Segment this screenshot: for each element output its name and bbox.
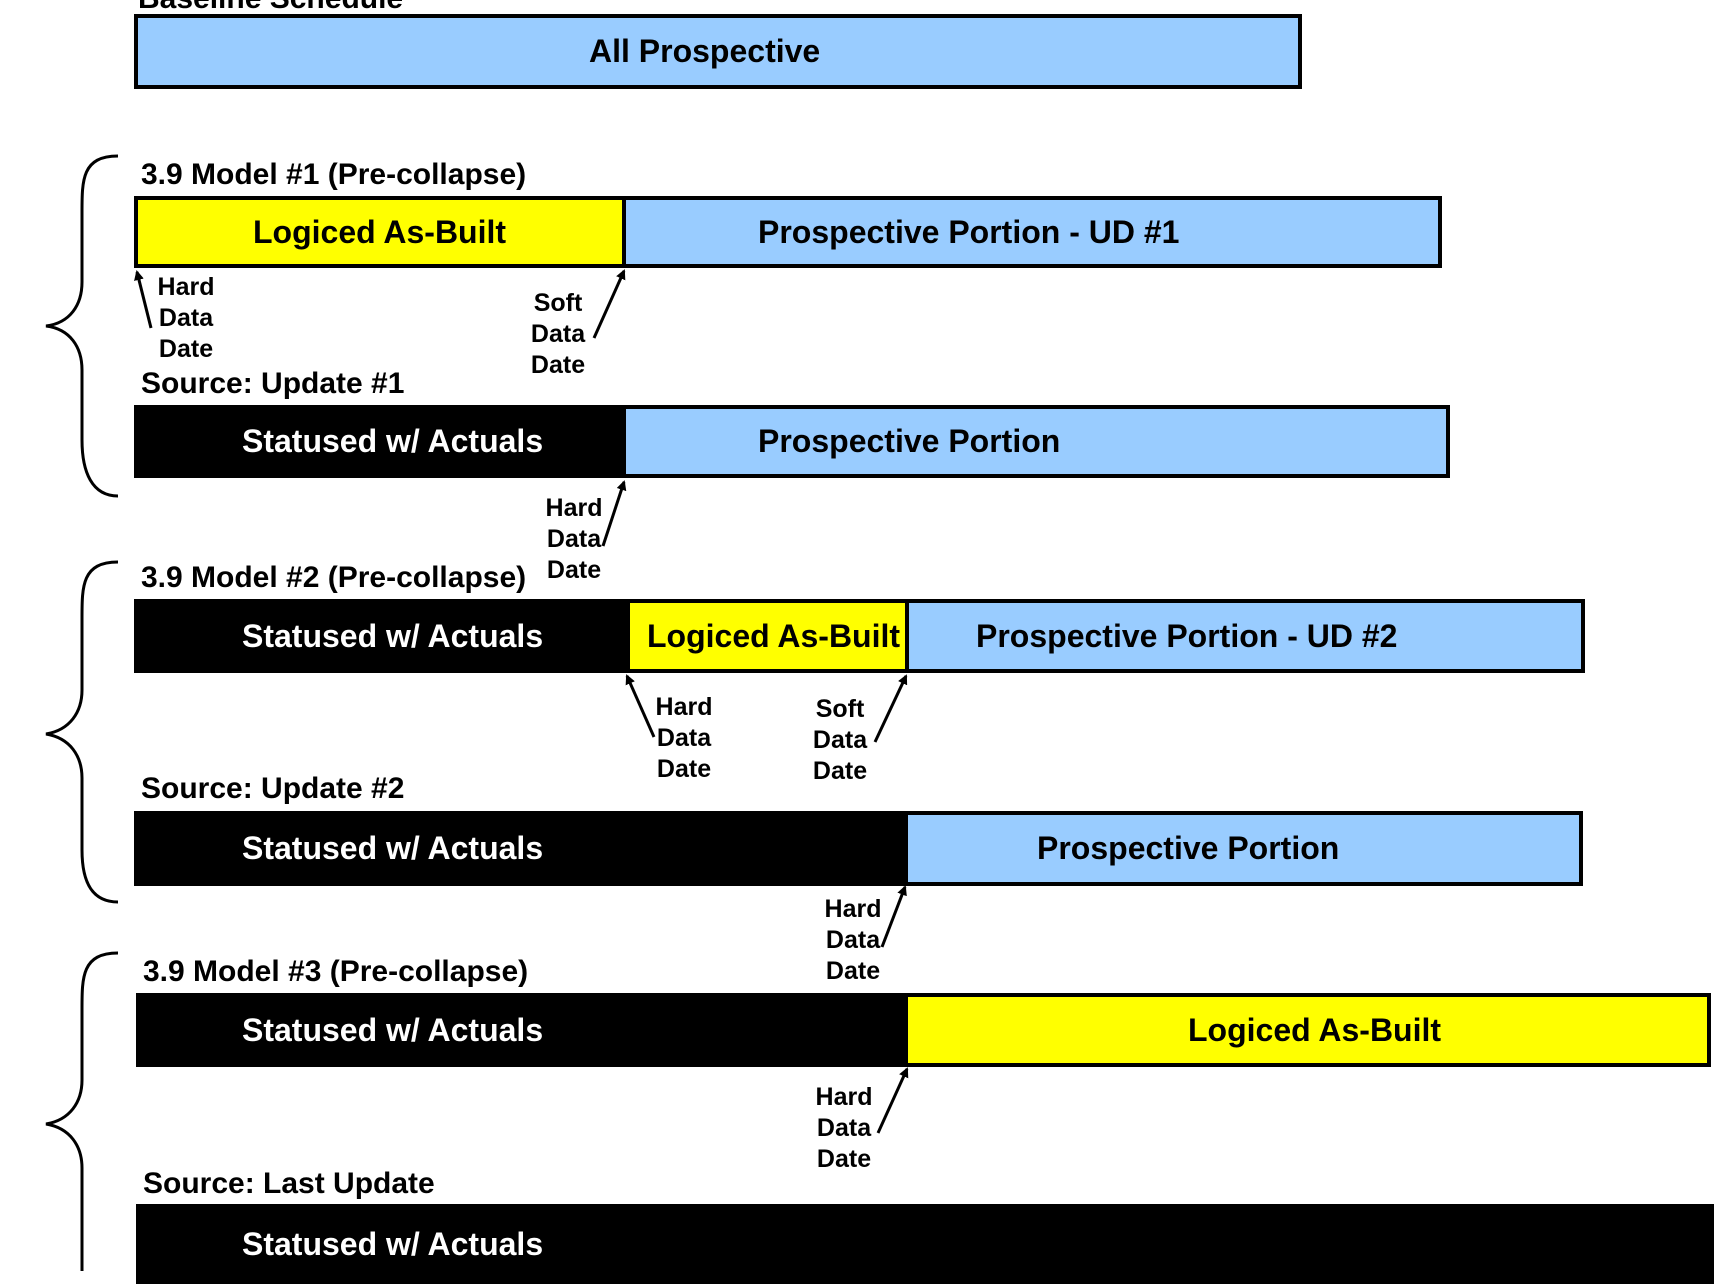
model2-statused-bar: Statused w/ Actuals	[134, 599, 631, 673]
model1-prospective-bar: Prospective Portion - UD #1	[622, 196, 1442, 268]
update2-title: Source: Update #2	[141, 772, 405, 805]
model2-prospective-label: Prospective Portion - UD #2	[976, 617, 1398, 654]
update2-prospective-bar: Prospective Portion	[904, 811, 1583, 886]
baseline-bar-label: All Prospective	[589, 33, 821, 69]
update2-statused-label: Statused w/ Actuals	[242, 830, 544, 866]
model3-logiced-bar: Logiced As-Built	[904, 993, 1711, 1067]
model1-logiced-label: Logiced As-Built	[253, 213, 507, 250]
model2-logiced-label: Logiced As-Built	[647, 617, 901, 654]
last-update-statused-bar: Statused w/ Actuals	[136, 1204, 1714, 1284]
model3-statused-label: Statused w/ Actuals	[242, 1011, 544, 1048]
update1-statused-label: Statused w/ Actuals	[242, 423, 544, 459]
last-update-title: Source: Last Update	[143, 1167, 435, 1200]
model1-logiced-bar: Logiced As-Built	[134, 196, 626, 268]
update2-prospective-label: Prospective Portion	[1037, 830, 1340, 866]
model3-statused-bar: Statused w/ Actuals	[136, 993, 910, 1067]
model3-logiced-label: Logiced As-Built	[1188, 1011, 1442, 1048]
arrow-model2-soft	[873, 674, 908, 743]
baseline-title: Baseline Schedule	[138, 0, 403, 16]
arrow-model1-soft	[592, 269, 626, 339]
update1-title: Source: Update #1	[141, 367, 405, 400]
update1-prospective-bar: Prospective Portion	[622, 405, 1450, 478]
update2-statused-bar: Statused w/ Actuals	[134, 811, 910, 886]
brace-group-1	[45, 154, 119, 498]
model2-prospective-bar: Prospective Portion - UD #2	[905, 599, 1585, 673]
model2-title: 3.9 Model #2 (Pre-collapse)	[141, 561, 527, 594]
last-update-statused-label: Statused w/ Actuals	[242, 1225, 544, 1262]
model3-title: 3.9 Model #3 (Pre-collapse)	[143, 955, 529, 988]
update1-prospective-label: Prospective Portion	[758, 423, 1061, 459]
brace-group-3	[45, 951, 119, 1271]
arrow-model3-hard	[876, 1067, 909, 1134]
model1-prospective-label: Prospective Portion - UD #1	[758, 213, 1180, 250]
model2-statused-label: Statused w/ Actuals	[242, 617, 544, 654]
model2-logiced-bar: Logiced As-Built	[626, 599, 910, 673]
baseline-all-prospective-bar: All Prospective	[134, 14, 1302, 89]
model1-title: 3.9 Model #1 (Pre-collapse)	[141, 158, 527, 191]
update1-statused-bar: Statused w/ Actuals	[134, 405, 626, 478]
brace-group-2	[45, 560, 119, 904]
